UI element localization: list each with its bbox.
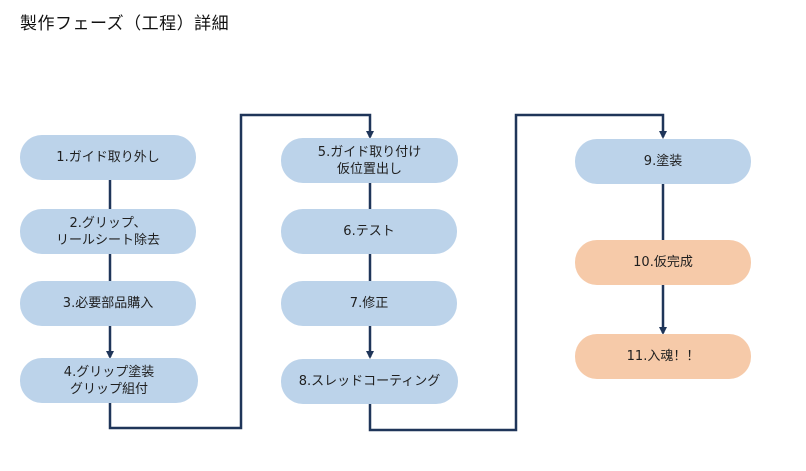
step-1-guide-removal: 1.ガイド取り外し <box>20 135 196 180</box>
step-5-guide-attach: 5.ガイド取り付け 仮位置出し <box>281 138 458 183</box>
page-title: 製作フェーズ（工程）詳細 <box>20 14 230 34</box>
step-11-final-touch: 11.入魂！！ <box>575 334 751 379</box>
step-3-parts-purchase: 3.必要部品購入 <box>20 281 196 326</box>
step-10-provisional-completion: 10.仮完成 <box>575 240 751 285</box>
step-6-test: 6.テスト <box>281 209 457 254</box>
step-4-grip-paint-assembly: 4.グリップ塗装 グリップ組付 <box>20 358 198 403</box>
step-7-fix: 7.修正 <box>281 281 457 326</box>
step-8-thread-coating: 8.スレッドコーティング <box>281 359 458 404</box>
connector-4-5 <box>108 113 374 430</box>
step-9-painting: 9.塗装 <box>575 139 751 184</box>
step-2-grip-reelseat-removal: 2.グリップ、 リールシート除去 <box>20 209 196 254</box>
connector-8-9 <box>368 113 667 432</box>
